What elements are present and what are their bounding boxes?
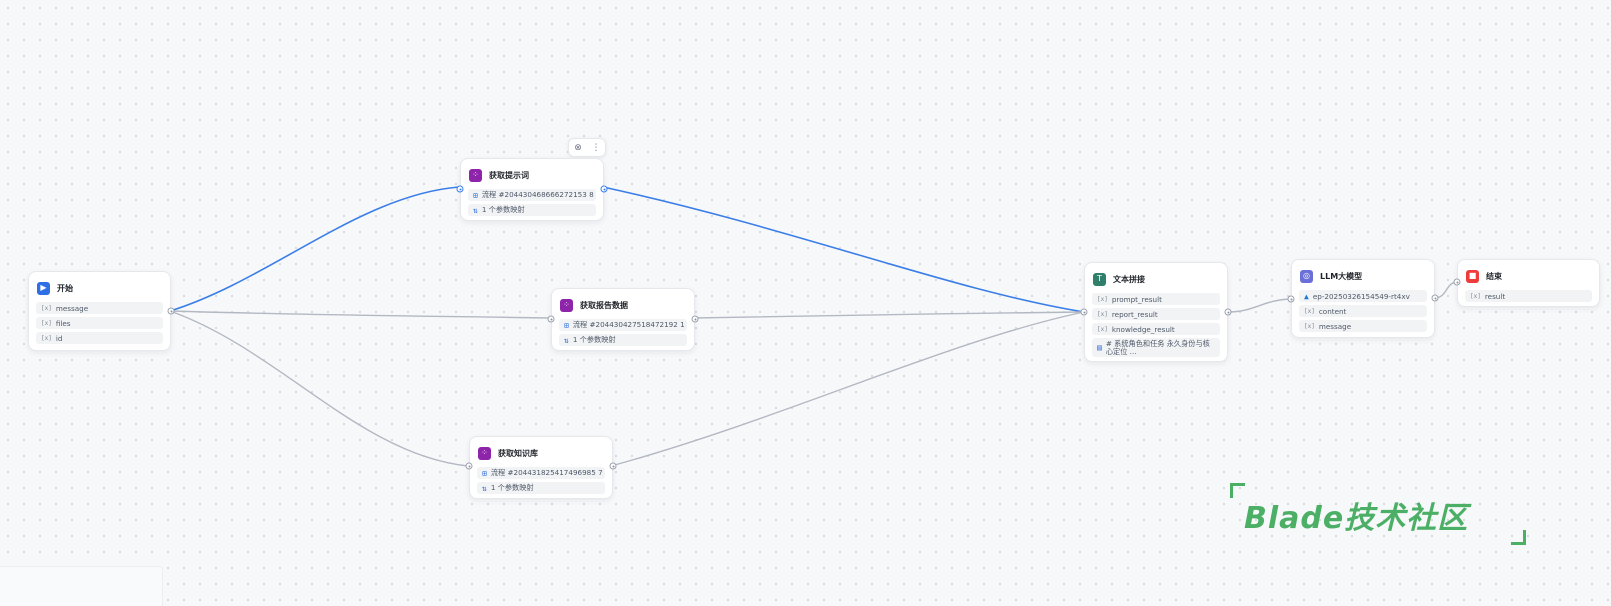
get-knowledge-input-handle[interactable] bbox=[465, 462, 473, 470]
watermark-bracket bbox=[1230, 483, 1245, 498]
close-circle-icon[interactable]: ⊗ bbox=[574, 142, 582, 153]
template-row: ▤# 系统角色和任务 永久身份与核心定位 ... bbox=[1092, 338, 1220, 357]
flow-row: ⊞流程 #204430468666272153 8 bbox=[468, 189, 596, 201]
end-input-handle[interactable] bbox=[1453, 278, 1461, 286]
watermark-text: Blade技术社区 bbox=[1244, 501, 1469, 536]
variable-icon: [x] bbox=[41, 304, 52, 312]
get-prompt-input-handle[interactable] bbox=[456, 185, 464, 193]
node-title: 获取知识库 bbox=[498, 448, 538, 458]
edge-text-join-to-llm[interactable] bbox=[1227, 298, 1292, 313]
grid-icon: ⊞ bbox=[473, 190, 478, 200]
llm-icon: ◎ bbox=[1300, 269, 1313, 283]
variable-icon: [x] bbox=[1097, 325, 1108, 333]
variable-row: [x]files bbox=[36, 317, 163, 329]
node-header: T 文本拼接 bbox=[1093, 270, 1220, 288]
variable-icon: [x] bbox=[1097, 295, 1108, 303]
node-title: 结束 bbox=[1486, 271, 1502, 281]
variable-row: [x]message bbox=[36, 302, 163, 314]
text-join-output-handle[interactable] bbox=[1224, 308, 1232, 316]
variable-icon: [x] bbox=[41, 334, 52, 342]
variable-row: [x]result bbox=[1465, 290, 1592, 302]
edge-start-to-get-knowledge[interactable] bbox=[169, 310, 469, 467]
get-report-output-handle[interactable] bbox=[691, 315, 699, 323]
mapping-row: ⇅1 个参数映射 bbox=[477, 482, 605, 494]
llm-node[interactable]: ◎ LLM大模型 ▲ep-20250326154549-rt4xv [x]con… bbox=[1291, 259, 1435, 338]
variable-icon: [x] bbox=[41, 319, 52, 327]
flow-row: ⊞流程 #204431825417496985 7 bbox=[477, 467, 605, 479]
grid-icon: ⊞ bbox=[482, 468, 487, 478]
variable-row: [x]id bbox=[36, 332, 163, 344]
text-icon: T bbox=[1093, 272, 1106, 286]
subflow-icon: ⁘ bbox=[469, 168, 482, 182]
mapping-icon: ⇅ bbox=[564, 335, 569, 345]
variable-icon: [x] bbox=[1304, 322, 1315, 330]
text-join-node[interactable]: T 文本拼接 [x]prompt_result [x]report_result… bbox=[1084, 262, 1228, 362]
more-vertical-icon[interactable]: ⋮ bbox=[591, 142, 601, 153]
node-title: 文本拼接 bbox=[1113, 274, 1145, 284]
model-provider-icon: ▲ bbox=[1304, 291, 1309, 301]
bottom-panel bbox=[0, 566, 163, 606]
node-title: LLM大模型 bbox=[1320, 271, 1363, 281]
variable-icon: [x] bbox=[1097, 310, 1108, 318]
mapping-row: ⇅1 个参数映射 bbox=[468, 204, 596, 216]
stop-icon: ■ bbox=[1466, 269, 1479, 283]
edge-start-to-get-prompt[interactable] bbox=[169, 186, 460, 312]
grid-icon: ⊞ bbox=[564, 320, 569, 330]
get-prompt-node[interactable]: ⁘ 获取提示词 ⊞流程 #204430468666272153 8 ⇅1 个参数… bbox=[460, 158, 604, 221]
watermark: Blade技术社区 bbox=[1230, 483, 1526, 545]
end-node[interactable]: ■ 结束 [x]result bbox=[1457, 259, 1600, 307]
flow-row: ⊞流程 #204430427518472192 1 bbox=[559, 319, 687, 331]
get-report-input-handle[interactable] bbox=[547, 315, 555, 323]
get-prompt-output-handle[interactable] bbox=[600, 185, 608, 193]
edge-start-to-get-report[interactable] bbox=[169, 310, 552, 319]
llm-output-handle[interactable] bbox=[1431, 294, 1439, 302]
get-report-node[interactable]: ⁘ 获取报告数据 ⊞流程 #204430427518472192 1 ⇅1 个参… bbox=[551, 288, 695, 351]
start-output-handle[interactable] bbox=[167, 307, 175, 315]
model-row: ▲ep-20250326154549-rt4xv bbox=[1299, 290, 1427, 302]
text-join-input-handle[interactable] bbox=[1080, 308, 1088, 316]
node-header: ⁘ 获取知识库 bbox=[478, 444, 605, 462]
document-icon: ▤ bbox=[1097, 342, 1102, 352]
variable-icon: [x] bbox=[1470, 292, 1481, 300]
node-header: ⁘ 获取提示词 bbox=[469, 166, 596, 184]
variable-row: [x]content bbox=[1299, 305, 1427, 317]
subflow-icon: ⁘ bbox=[560, 298, 573, 312]
mapping-icon: ⇅ bbox=[473, 205, 478, 215]
node-header: ⁘ 获取报告数据 bbox=[560, 296, 687, 314]
edge-get-prompt-to-text-join[interactable] bbox=[602, 186, 1085, 313]
node-header: ◎ LLM大模型 bbox=[1300, 267, 1427, 285]
llm-input-handle[interactable] bbox=[1287, 295, 1295, 303]
variable-row: [x]knowledge_result bbox=[1092, 323, 1220, 335]
mapping-icon: ⇅ bbox=[482, 483, 487, 493]
edge-get-report-to-text-join[interactable] bbox=[693, 311, 1085, 319]
node-title: 获取报告数据 bbox=[580, 300, 628, 310]
node-header: ▶ 开始 bbox=[37, 279, 163, 297]
get-knowledge-node[interactable]: ⁘ 获取知识库 ⊞流程 #204431825417496985 7 ⇅1 个参数… bbox=[469, 436, 613, 499]
node-title: 获取提示词 bbox=[489, 170, 529, 180]
subflow-icon: ⁘ bbox=[478, 446, 491, 460]
variable-row: [x]report_result bbox=[1092, 308, 1220, 320]
watermark-bracket bbox=[1511, 530, 1526, 545]
start-node[interactable]: ▶ 开始 [x]message [x]files [x]id bbox=[28, 271, 171, 351]
variable-row: [x]message bbox=[1299, 320, 1427, 332]
node-toolbar: ⊗ ⋮ bbox=[568, 138, 606, 157]
mapping-row: ⇅1 个参数映射 bbox=[559, 334, 687, 346]
node-title: 开始 bbox=[57, 283, 73, 293]
get-knowledge-output-handle[interactable] bbox=[609, 462, 617, 470]
play-circle-icon: ▶ bbox=[37, 281, 50, 295]
node-header: ■ 结束 bbox=[1466, 267, 1592, 285]
variable-row: [x]prompt_result bbox=[1092, 293, 1220, 305]
variable-icon: [x] bbox=[1304, 307, 1315, 315]
edge-get-knowledge-to-text-join[interactable] bbox=[610, 311, 1085, 467]
